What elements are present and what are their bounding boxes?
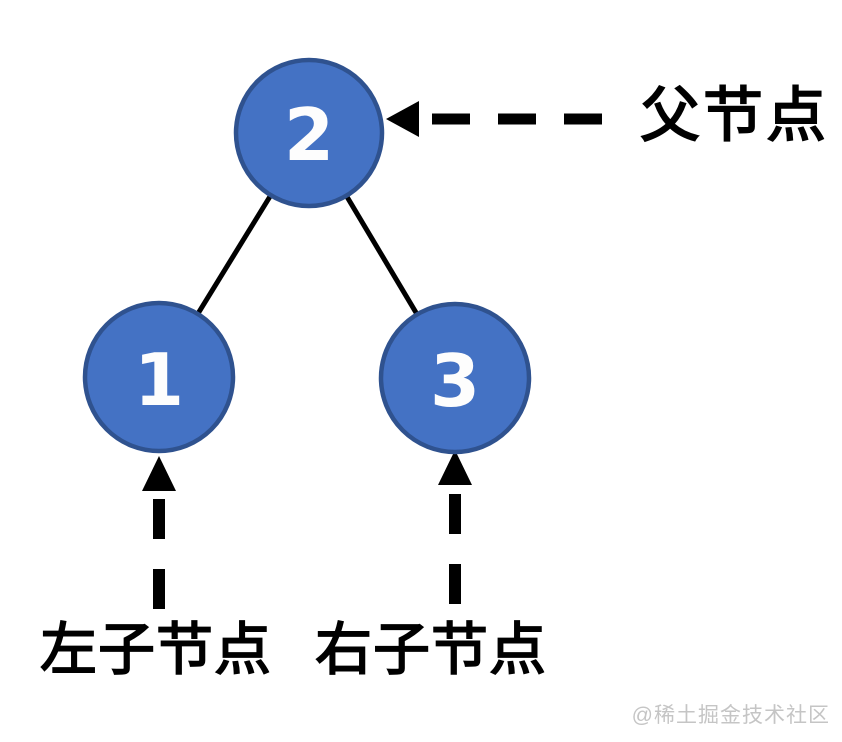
parent-arrowhead-icon [386, 101, 419, 137]
node-right-circle [378, 301, 532, 455]
node-left-circle [82, 300, 236, 454]
node-left-value: 1 [134, 338, 184, 422]
parent-node-label: 父节点 [640, 82, 829, 149]
node-root-value: 2 [284, 93, 334, 177]
watermark-text: @稀土掘金技术社区 [631, 704, 830, 727]
left-child-arrowhead-icon [142, 456, 176, 491]
right-child-label: 右子节点 [315, 618, 547, 682]
left-child-label: 左子节点 [40, 618, 272, 682]
right-child-arrowhead-icon [438, 450, 472, 485]
node-root-circle [233, 57, 385, 209]
node-right-value: 3 [430, 339, 480, 423]
